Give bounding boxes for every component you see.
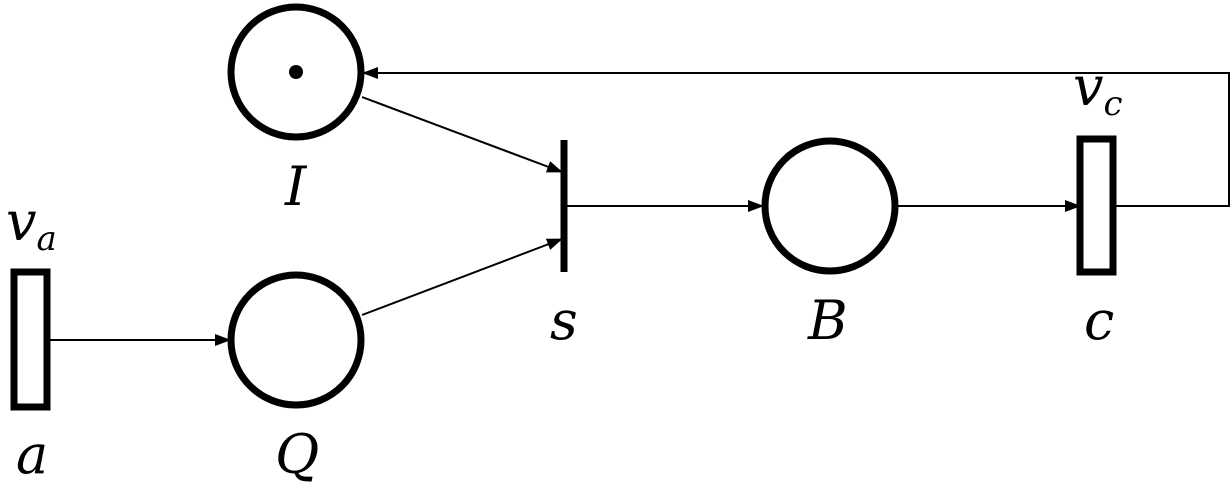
transition-c-label: c <box>1084 289 1114 352</box>
rate-a-subscript: a <box>37 219 57 259</box>
transition-a <box>10 268 51 411</box>
place-b <box>761 137 899 275</box>
transition-a-rate: va <box>6 190 57 259</box>
place-b-label: B <box>807 289 848 352</box>
rate-c-base: v <box>1073 55 1104 118</box>
place-q <box>227 271 365 409</box>
place-q-label: Q <box>275 423 319 486</box>
arc-q-to-s <box>361 238 563 316</box>
arc-i-to-s <box>361 96 563 173</box>
transition-s-label: s <box>550 289 578 352</box>
transition-c-rate: vc <box>1073 55 1123 124</box>
arc-c-to-i <box>362 67 1230 207</box>
rate-a-base: v <box>6 190 37 253</box>
token-icon <box>289 65 303 79</box>
place-i-label: I <box>284 155 308 218</box>
rate-c-subscript: c <box>1104 84 1123 124</box>
transition-a-label: a <box>16 423 48 486</box>
transition-c <box>1076 135 1117 276</box>
